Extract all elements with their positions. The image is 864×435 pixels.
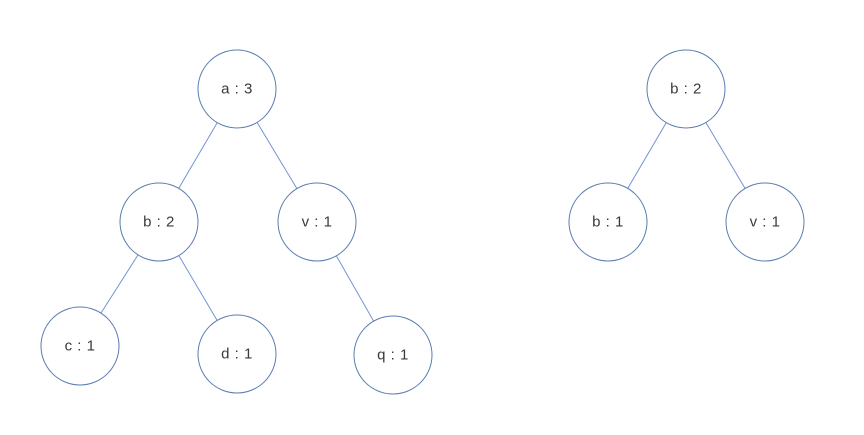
node-circle bbox=[277, 182, 357, 262]
left-tree: a : 3 b : 2 v : 1 c : 1 d : 1 q : 1 bbox=[40, 49, 433, 395]
tree-node-b1-right: b : 1 bbox=[568, 182, 648, 262]
node-label: b : 1 bbox=[592, 214, 624, 231]
node-circle bbox=[725, 182, 805, 262]
tree-node-b2-left: b : 2 bbox=[119, 182, 199, 262]
node-circle bbox=[353, 315, 433, 395]
tree-node-c1: c : 1 bbox=[40, 306, 120, 386]
tree-node-q1: q : 1 bbox=[353, 315, 433, 395]
node-circle bbox=[40, 306, 120, 386]
tree-node-d1: d : 1 bbox=[197, 314, 277, 394]
node-circle bbox=[197, 314, 277, 394]
node-label: b : 2 bbox=[670, 81, 702, 98]
node-label: q : 1 bbox=[377, 347, 409, 364]
node-label: v : 1 bbox=[302, 214, 333, 231]
node-label: v : 1 bbox=[750, 214, 781, 231]
node-label: c : 1 bbox=[65, 338, 96, 355]
node-circle bbox=[197, 49, 277, 129]
tree-node-v1-right: v : 1 bbox=[725, 182, 805, 262]
node-circle bbox=[646, 49, 726, 129]
tree-node-v1-left: v : 1 bbox=[277, 182, 357, 262]
node-circle bbox=[119, 182, 199, 262]
node-label: b : 2 bbox=[143, 214, 175, 231]
tree-node-a3: a : 3 bbox=[197, 49, 277, 129]
node-label: a : 3 bbox=[221, 81, 253, 98]
node-label: d : 1 bbox=[221, 346, 253, 363]
node-circle bbox=[568, 182, 648, 262]
right-tree: b : 2 b : 1 v : 1 bbox=[568, 49, 805, 262]
tree-node-b2-right: b : 2 bbox=[646, 49, 726, 129]
